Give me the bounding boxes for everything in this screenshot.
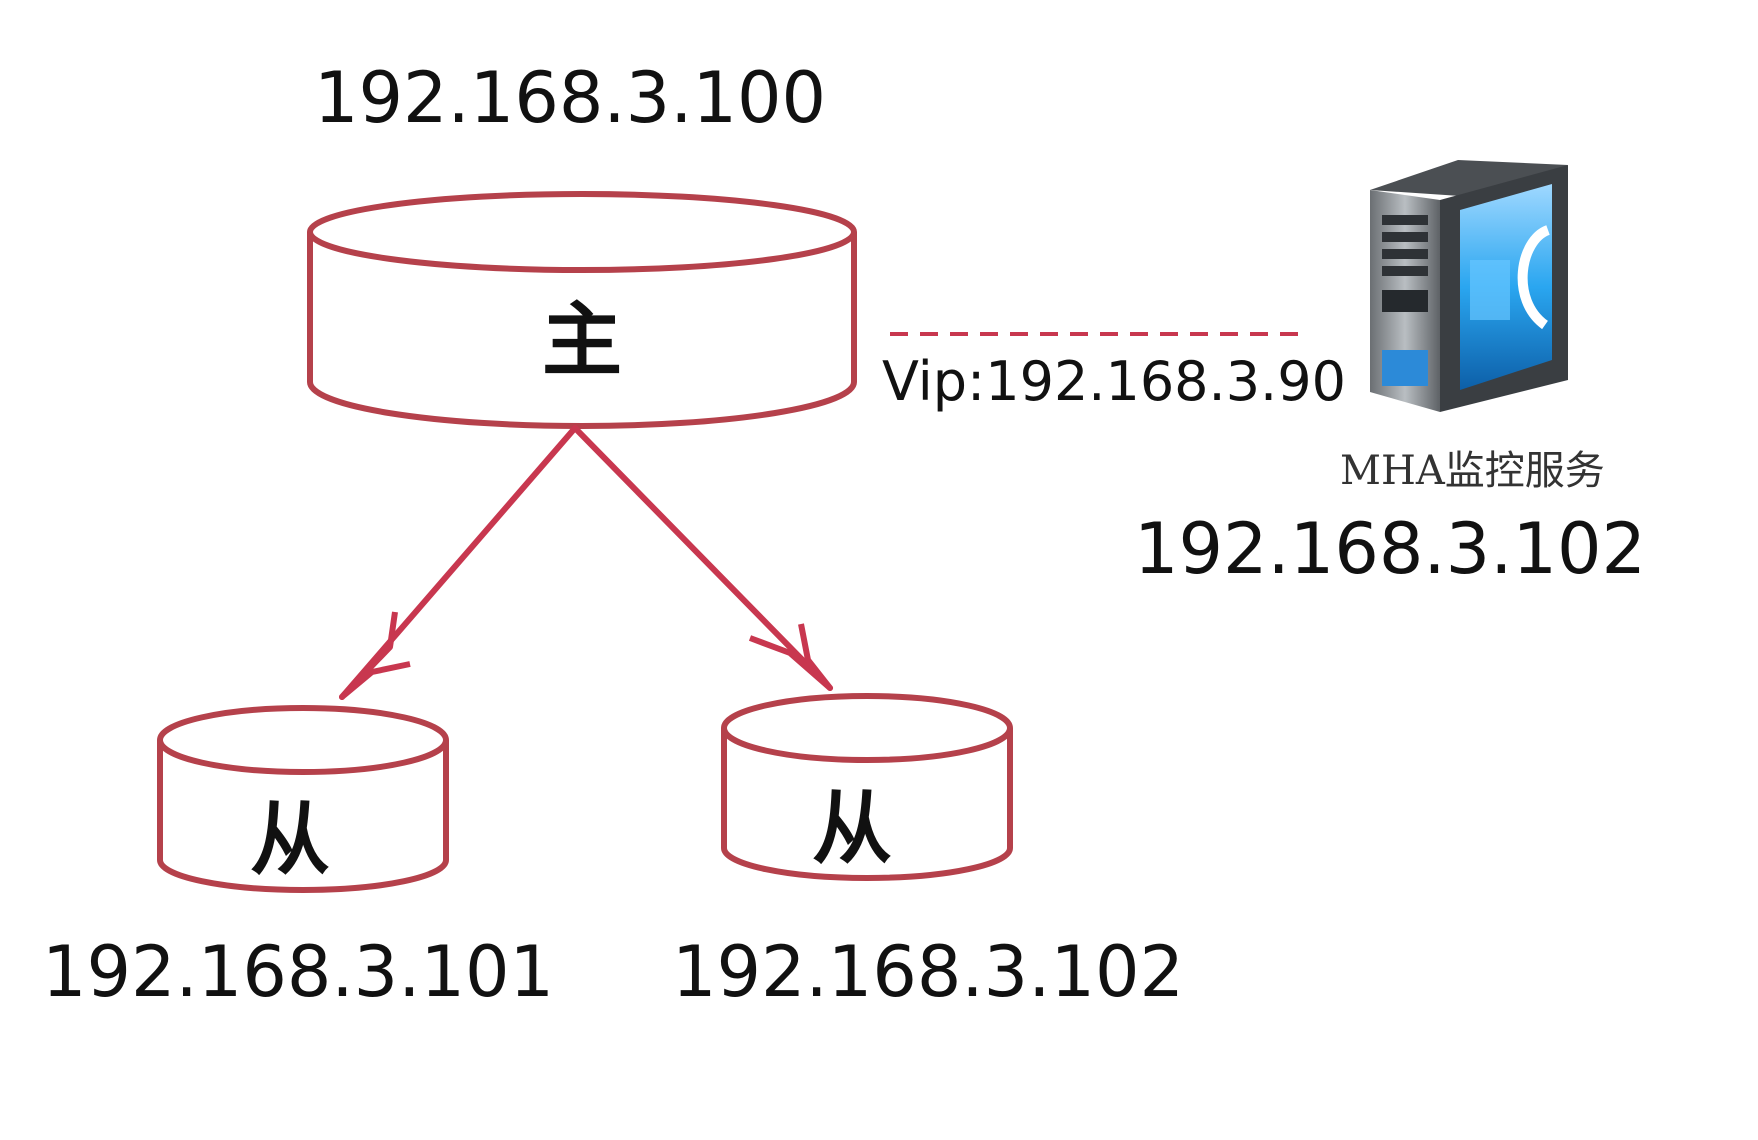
- slave-db-node-1: 从: [157, 705, 449, 893]
- vip-label: Vip:192.168.3.90: [882, 350, 1346, 413]
- slave-1-db-body: [157, 740, 449, 893]
- replication-arrow-to-slave-1: [339, 425, 578, 700]
- master-db-node: 主: [307, 191, 857, 429]
- slave-1-db-top: [157, 705, 449, 775]
- slave-2-role-label: 从: [812, 782, 892, 875]
- master-db-top: [307, 191, 857, 273]
- slave-db-node-2: 从: [721, 693, 1013, 881]
- slave-2-ip-label: 192.168.3.102: [672, 931, 1184, 1013]
- master-ip-label: 192.168.3.100: [314, 57, 826, 139]
- slave-2-db-body: [721, 728, 1013, 881]
- slave-2-db-top: [721, 693, 1013, 763]
- replication-arrow-to-slave-2: [572, 425, 833, 691]
- master-db-body: [307, 232, 857, 429]
- server-tower-icon: [1370, 160, 1568, 412]
- mha-service-label: MHA监控服务: [1340, 448, 1605, 494]
- slave-1-role-label: 从: [250, 793, 330, 886]
- master-role-label: 主: [542, 294, 622, 387]
- slave-1-ip-label: 192.168.3.101: [42, 931, 554, 1013]
- monitor-ip-label: 192.168.3.102: [1134, 508, 1646, 590]
